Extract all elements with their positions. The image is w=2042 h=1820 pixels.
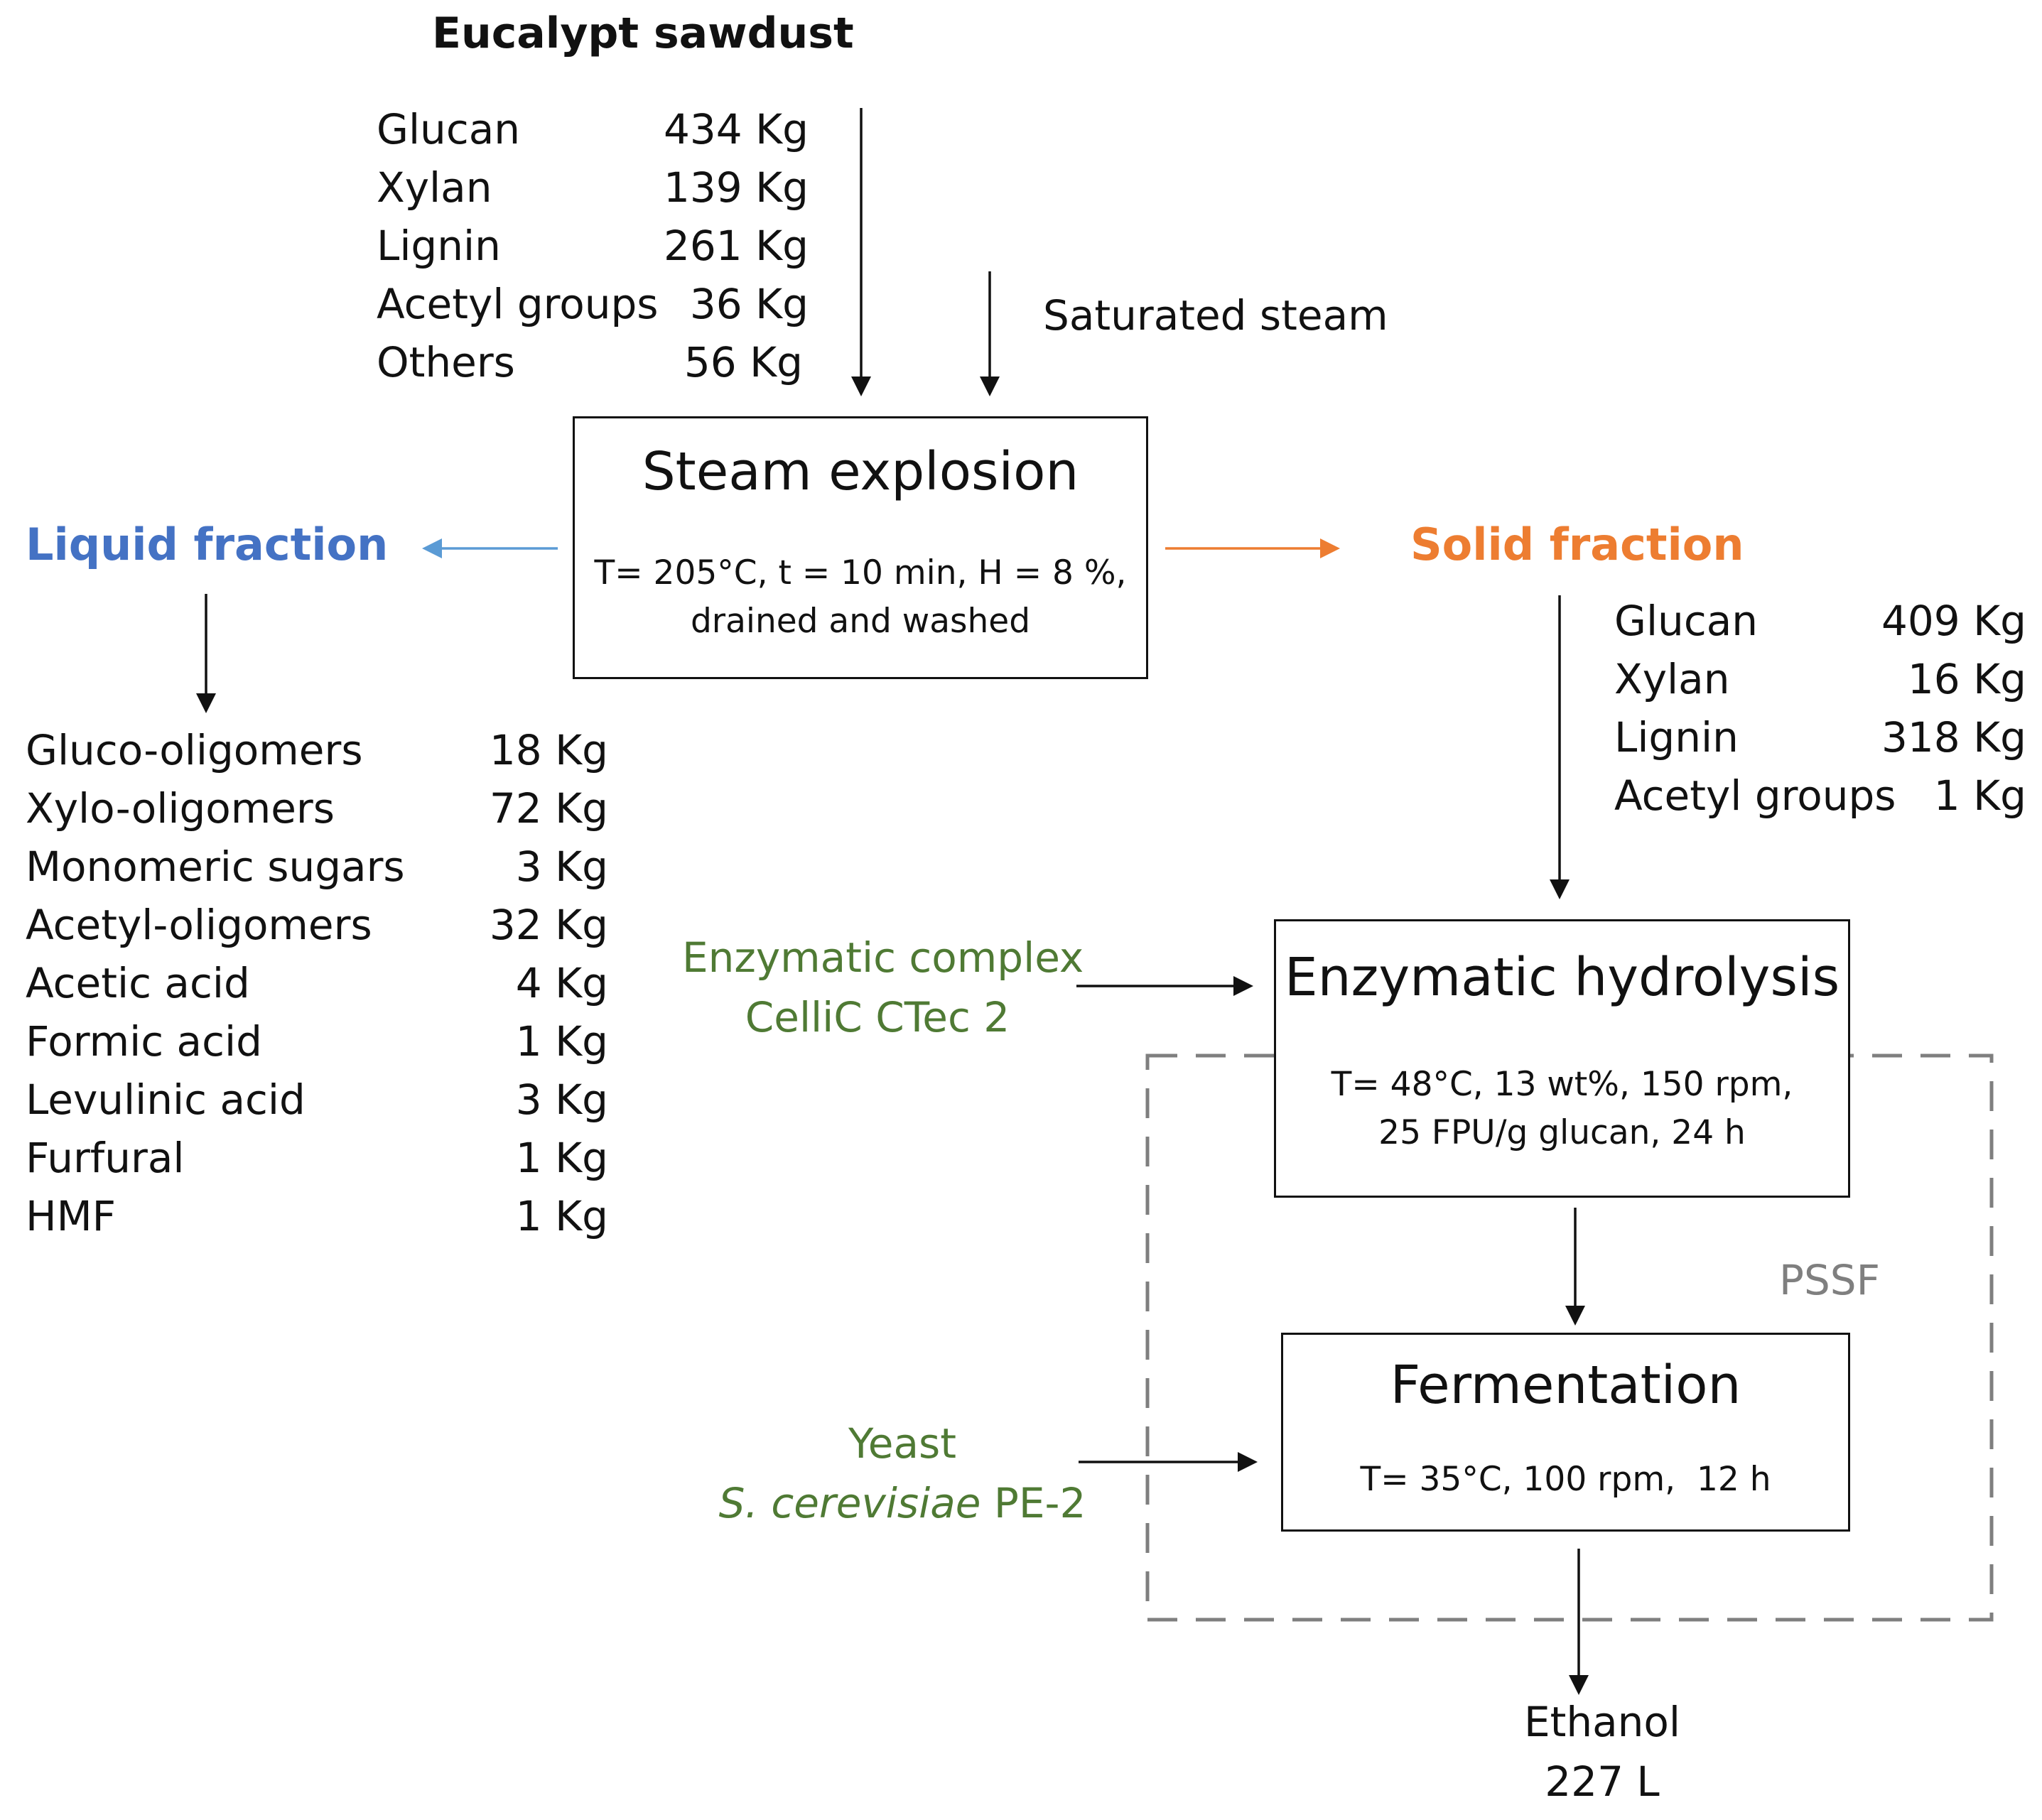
list-item: Xylan 139 Kg xyxy=(377,163,809,222)
pssf-label: PSSF xyxy=(1779,1256,1880,1304)
enzyme-arrow xyxy=(1076,976,1253,996)
component-value: 18 Kg xyxy=(489,726,608,774)
list-item: Monomeric sugars 3 Kg xyxy=(26,843,608,901)
fermentation-title: Fermentation xyxy=(1390,1355,1741,1416)
enzymatic-complex-line1: Enzymatic complex xyxy=(682,933,1084,982)
component-name: Acetyl-oligomers xyxy=(26,901,372,949)
component-name: Gluco-oligomers xyxy=(26,726,363,774)
list-item: Lignin 261 Kg xyxy=(377,222,809,280)
component-value: 139 Kg xyxy=(664,163,809,212)
yeast-arrow xyxy=(1079,1452,1258,1472)
component-value: 1 Kg xyxy=(515,1017,608,1066)
component-value: 32 Kg xyxy=(489,901,608,949)
component-value: 72 Kg xyxy=(489,784,608,833)
list-item: Acetyl-oligomers 32 Kg xyxy=(26,901,608,959)
yeast-strain: PE-2 xyxy=(981,1479,1086,1527)
steam-explosion-title: Steam explosion xyxy=(642,441,1079,502)
component-name: Acetyl groups xyxy=(377,280,659,328)
list-item: HMF 1 Kg xyxy=(26,1192,608,1250)
yeast-line1: Yeast xyxy=(848,1419,956,1468)
steam-explosion-box: Steam explosion T= 205°C, t = 10 min, H … xyxy=(573,416,1148,679)
liquid-fraction-title: Liquid fraction xyxy=(26,519,389,570)
component-value: 261 Kg xyxy=(664,222,809,270)
pssf-boundary xyxy=(1145,1053,1994,1622)
ethanol-line2: 227 L xyxy=(1545,1757,1660,1806)
component-value: 16 Kg xyxy=(1907,655,2026,703)
component-value: 1 Kg xyxy=(515,1192,608,1240)
list-item: Acetic acid 4 Kg xyxy=(26,959,608,1017)
component-value: 434 Kg xyxy=(664,105,809,153)
component-value: 3 Kg xyxy=(515,1076,608,1124)
list-item: Gluco-oligomers 18 Kg xyxy=(26,726,608,784)
list-item: Glucan 434 Kg xyxy=(377,105,809,163)
solid-down-arrow xyxy=(1550,595,1570,899)
list-item: Furfural 1 Kg xyxy=(26,1134,608,1192)
yeast-line2: S. cerevisiae PE-2 xyxy=(682,1473,1123,1533)
yeast-label: Yeast S. cerevisiae PE-2 xyxy=(682,1414,1123,1533)
list-item: Xylo-oligomers 72 Kg xyxy=(26,784,608,843)
component-name: HMF xyxy=(26,1192,117,1240)
component-name: Xylo-oligomers xyxy=(26,784,335,833)
feed-arrow xyxy=(851,108,871,396)
enzymatic-hydrolysis-title: Enzymatic hydrolysis xyxy=(1284,947,1840,1008)
hydrolysis-to-fermentation-arrow xyxy=(1565,1208,1585,1326)
ethanol-label: Ethanol 227 L xyxy=(1460,1692,1744,1811)
component-name: Acetic acid xyxy=(26,959,250,1007)
fermentation-conditions: T= 35°C, 100 rpm, 12 h xyxy=(1360,1460,1771,1499)
component-name: Lignin xyxy=(1614,713,1739,762)
steam-explosion-conditions: T= 205°C, t = 10 min, H = 8 %, drained a… xyxy=(594,553,1127,641)
solid-fraction-arrow xyxy=(1165,538,1340,558)
list-item: Glucan 409 Kg xyxy=(1614,597,2026,655)
component-value: 36 Kg xyxy=(689,280,809,328)
component-name: Others xyxy=(377,338,515,386)
steam-label: Saturated steam xyxy=(1043,291,1388,340)
steam-arrow xyxy=(980,271,1000,396)
component-value: 56 Kg xyxy=(684,338,803,386)
ethanol-line1: Ethanol xyxy=(1523,1698,1681,1746)
solid-fraction-title: Solid fraction xyxy=(1410,519,1744,570)
list-item: Formic acid 1 Kg xyxy=(26,1017,608,1076)
enzymatic-hydrolysis-conditions: T= 48°C, 13 wt%, 150 rpm, 25 FPU/g gluca… xyxy=(1331,1065,1793,1152)
list-item: Acetyl groups 36 Kg xyxy=(377,280,809,338)
list-item: Acetyl groups 1 Kg xyxy=(1614,771,2026,830)
list-item: Xylan 16 Kg xyxy=(1614,655,2026,713)
list-item: Lignin 318 Kg xyxy=(1614,713,2026,771)
component-name: Xylan xyxy=(1614,655,1730,703)
component-name: Acetyl groups xyxy=(1614,771,1896,820)
component-name: Xylan xyxy=(377,163,492,212)
component-name: Furfural xyxy=(26,1134,185,1182)
component-name: Levulinic acid xyxy=(26,1076,306,1124)
yeast-species: S. cerevisiae xyxy=(718,1479,981,1527)
ethanol-arrow xyxy=(1569,1549,1589,1695)
list-item: Levulinic acid 3 Kg xyxy=(26,1076,608,1134)
enzymatic-complex-line2: CelliC CTec 2 xyxy=(745,993,1010,1041)
list-item: Others 56 Kg xyxy=(377,338,809,396)
component-name: Glucan xyxy=(377,105,521,153)
enzymatic-complex-label: Enzymatic complex CelliC CTec 2 xyxy=(682,928,1084,1047)
fermentation-box: Fermentation T= 35°C, 100 rpm, 12 h xyxy=(1281,1333,1850,1532)
component-value: 4 Kg xyxy=(515,959,608,1007)
liquid-fraction-arrow xyxy=(422,538,558,558)
component-value: 3 Kg xyxy=(515,843,608,891)
component-name: Lignin xyxy=(377,222,501,270)
liquid-down-arrow xyxy=(196,594,216,713)
component-value: 318 Kg xyxy=(1881,713,2026,762)
enzymatic-hydrolysis-box: Enzymatic hydrolysis T= 48°C, 13 wt%, 15… xyxy=(1274,919,1850,1198)
component-value: 1 Kg xyxy=(1933,771,2026,820)
component-value: 1 Kg xyxy=(515,1134,608,1182)
component-value: 409 Kg xyxy=(1881,597,2026,645)
feed-title: Eucalypt sawdust xyxy=(432,9,854,58)
component-name: Formic acid xyxy=(26,1017,262,1066)
component-name: Monomeric sugars xyxy=(26,843,405,891)
component-name: Glucan xyxy=(1614,597,1759,645)
